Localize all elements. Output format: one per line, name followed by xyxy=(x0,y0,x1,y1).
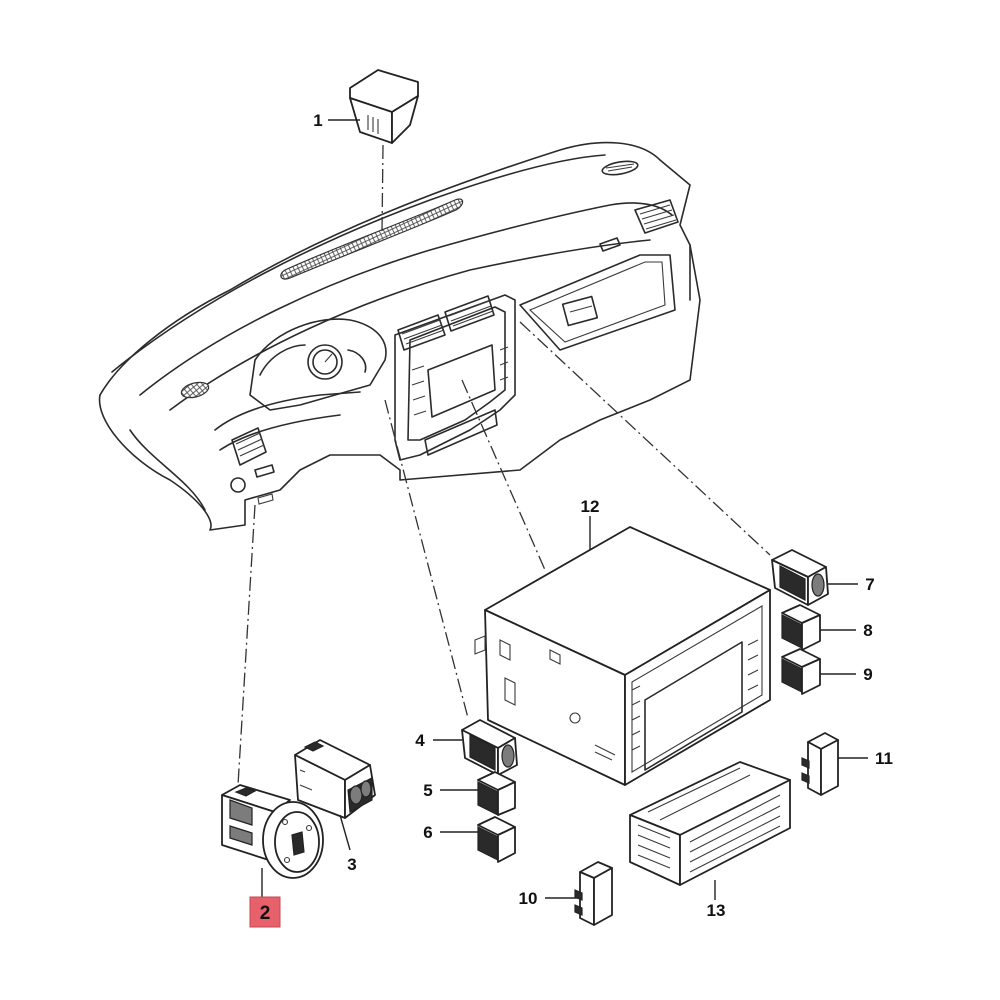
part-6-switch xyxy=(477,816,516,863)
part-5-switch xyxy=(477,771,516,816)
part-10-blank-cover xyxy=(574,861,613,926)
callout-11: 11 xyxy=(875,749,893,768)
callout-5: 5 xyxy=(423,781,432,800)
assembly-lines xyxy=(237,144,771,786)
part-4-dial-switch xyxy=(461,719,518,776)
part-11-blank-cover xyxy=(801,732,839,796)
callout-labels: 1 2 3 4 5 6 7 8 9 10 11 12 13 xyxy=(249,111,893,928)
callout-6: 6 xyxy=(423,823,432,842)
part-13-climate-panel xyxy=(629,761,791,886)
callout-7: 7 xyxy=(865,575,874,594)
part-8-switch xyxy=(781,604,821,651)
part-12-navigation-unit xyxy=(474,526,771,786)
part-3-switch-housing xyxy=(294,739,376,819)
callout-1: 1 xyxy=(313,111,322,130)
callout-2-highlight xyxy=(249,896,281,928)
part-7-dial-switch xyxy=(771,549,829,606)
callout-3: 3 xyxy=(347,855,356,874)
part-2-light-switch xyxy=(221,784,324,879)
part-9-switch xyxy=(781,648,821,695)
leader-lines xyxy=(261,119,868,900)
callout-4: 4 xyxy=(415,731,425,750)
dashboard-illustration xyxy=(98,141,701,531)
callout-8: 8 xyxy=(863,621,872,640)
callout-9: 9 xyxy=(863,665,872,684)
callout-10: 10 xyxy=(519,889,538,908)
callout-12: 12 xyxy=(581,497,600,516)
callout-13: 13 xyxy=(707,901,726,920)
part-1-switch-button xyxy=(349,69,419,144)
callout-2: 2 xyxy=(260,903,271,924)
